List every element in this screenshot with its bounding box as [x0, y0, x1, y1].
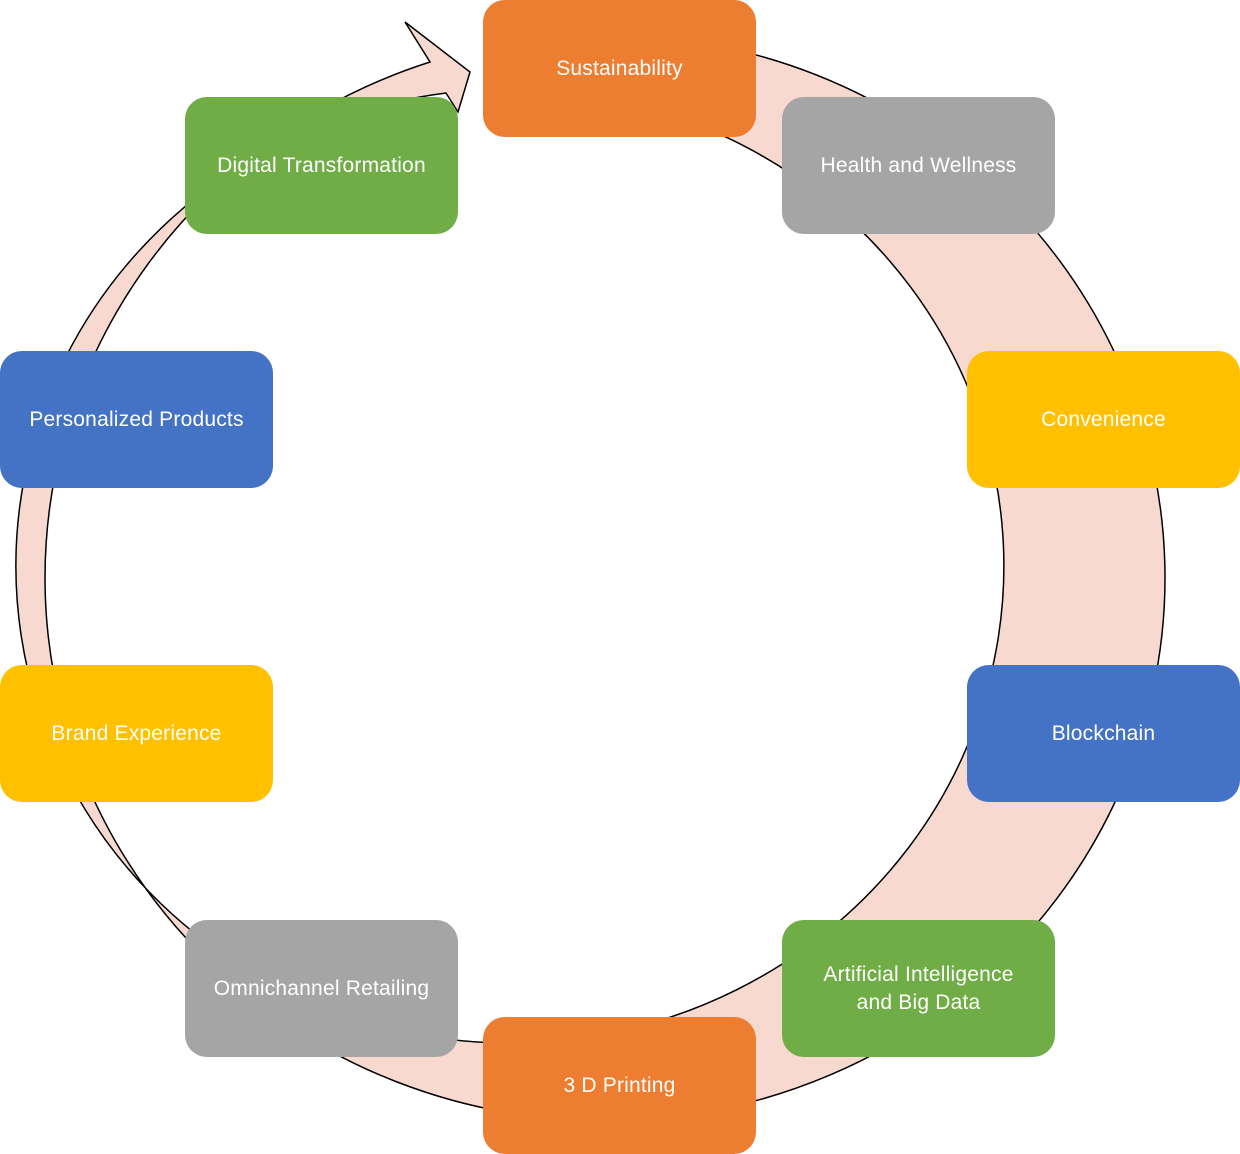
node-blockchain-label: Blockchain — [1051, 721, 1156, 745]
node-health-and-wellness-label: Health and Wellness — [820, 153, 1017, 177]
node-sustainability-label: Sustainability — [556, 56, 683, 80]
node-3d-printing: 3 D Printing — [483, 1017, 756, 1154]
node-digital-transformation-label: Digital Transformation — [217, 153, 426, 177]
node-convenience-label: Convenience — [1041, 407, 1166, 431]
node-brand-experience-label: Brand Experience — [51, 721, 222, 745]
node-ai-big-data-label: Artificial Intelligence and Big Data — [823, 962, 1014, 1014]
node-omnichannel-retailing: Omnichannel Retailing — [185, 920, 458, 1057]
node-ai-big-data: Artificial Intelligence and Big Data — [782, 920, 1055, 1057]
node-personalized-products: Personalized Products — [0, 351, 273, 488]
node-omnichannel-retailing-label: Omnichannel Retailing — [213, 976, 430, 1000]
node-convenience: Convenience — [967, 351, 1240, 488]
node-health-and-wellness: Health and Wellness — [782, 97, 1055, 234]
node-sustainability: Sustainability — [483, 0, 756, 137]
node-digital-transformation: Digital Transformation — [185, 97, 458, 234]
node-3d-printing-label: 3 D Printing — [563, 1073, 676, 1097]
node-personalized-products-label: Personalized Products — [29, 407, 244, 431]
node-brand-experience: Brand Experience — [0, 665, 273, 802]
node-blockchain: Blockchain — [967, 665, 1240, 802]
